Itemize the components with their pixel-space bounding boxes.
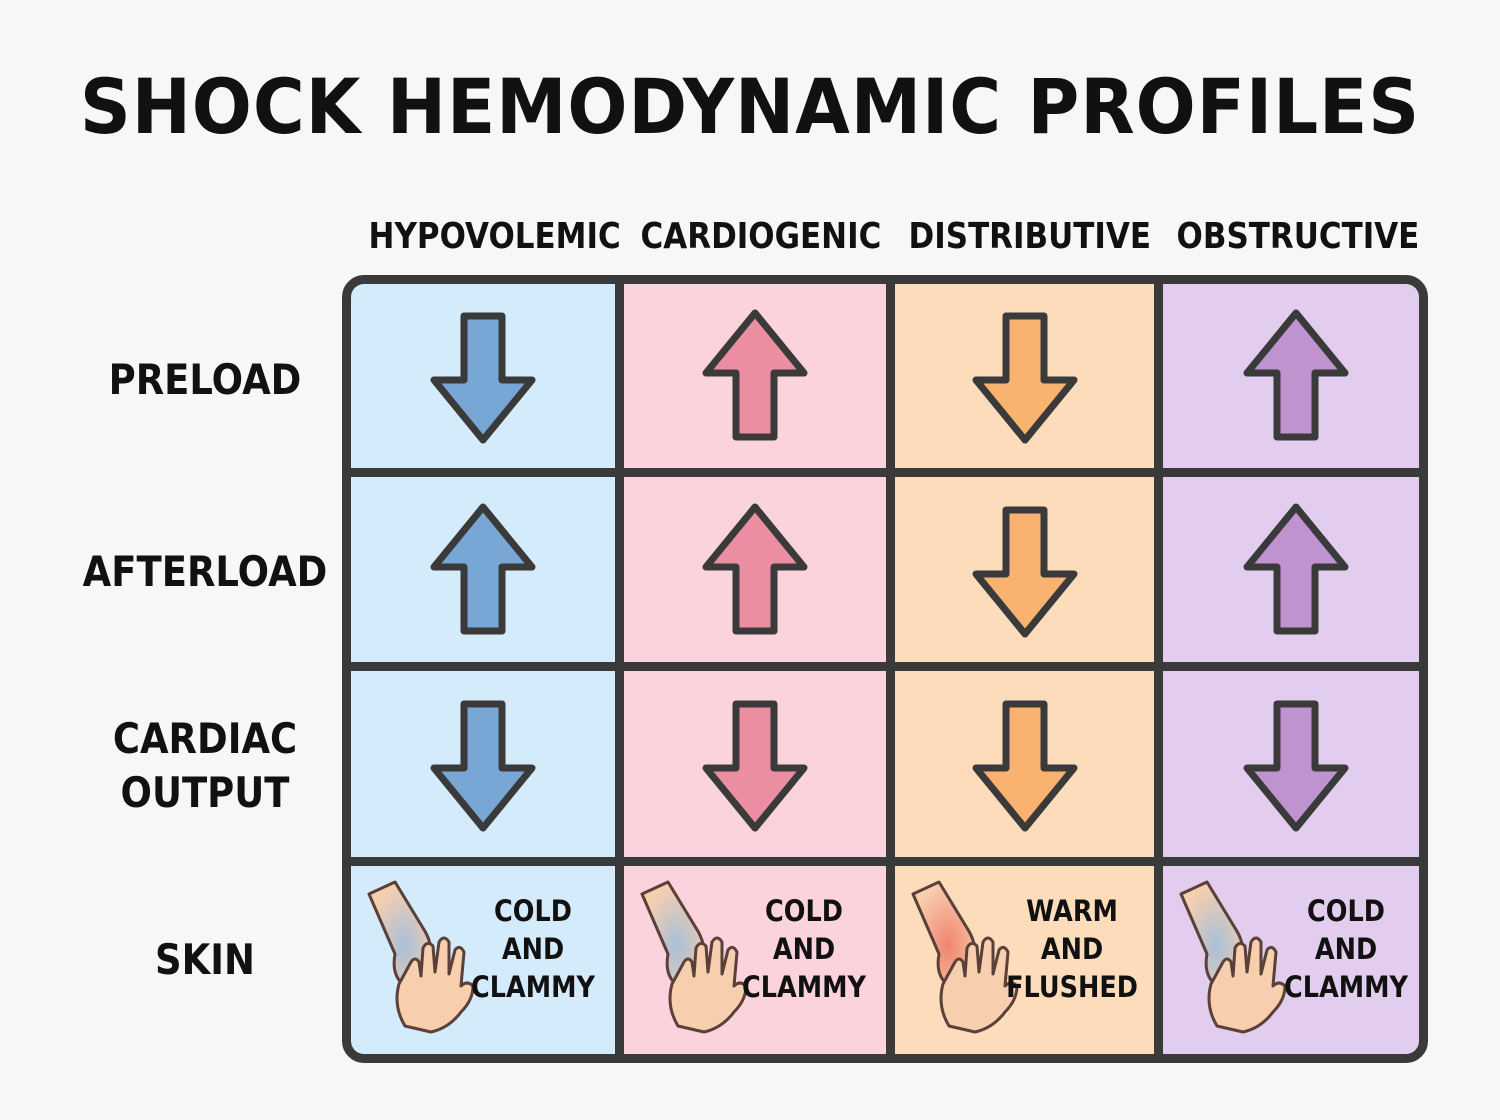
grid-divider-horizontal: [351, 857, 1419, 866]
skin-description: COLD AND CLAMMY: [1276, 892, 1417, 1006]
arrow-down-icon: [702, 700, 808, 832]
arrow-down-icon: [972, 700, 1077, 832]
arrow-up-icon: [702, 503, 808, 634]
skin-description: COLD AND CLAMMY: [463, 892, 604, 1006]
row-label-cardiac-output: CARDIAC OUTPUT: [77, 676, 332, 856]
skin-description-line: COLD: [765, 894, 843, 928]
skin-description-line: AND: [501, 932, 565, 966]
arrow-up-icon: [1243, 309, 1348, 441]
arrow-down-icon: [972, 506, 1077, 637]
skin-description-line: AND: [772, 932, 836, 966]
row-label-line: SKIN: [155, 935, 255, 984]
column-header-cardiogenic: CARDIOGENIC: [640, 216, 882, 257]
hand-touching-skin-icon: [367, 880, 475, 1034]
skin-description-line: COLD: [1307, 894, 1385, 928]
skin-description-line: FLUSHED: [1006, 970, 1138, 1004]
row-label-line: OUTPUT: [120, 768, 290, 817]
arrow-down-icon: [972, 312, 1077, 444]
skin-description-line: CLAMMY: [470, 970, 595, 1004]
skin-description-line: COLD: [494, 894, 572, 928]
arrow-up-icon: [702, 309, 808, 441]
hand-touching-skin-icon: [911, 880, 1019, 1034]
skin-description-line: CLAMMY: [1283, 970, 1408, 1004]
grid-divider-horizontal: [351, 468, 1419, 477]
skin-description: COLD AND CLAMMY: [734, 892, 875, 1006]
skin-description-line: CLAMMY: [741, 970, 866, 1004]
row-label-skin: SKIN: [77, 870, 332, 1050]
row-label-line: PRELOAD: [108, 355, 302, 404]
row-label-afterload: AFTERLOAD: [77, 482, 332, 662]
skin-description: WARM AND FLUSHED: [1002, 892, 1143, 1006]
arrow-down-icon: [430, 312, 536, 444]
arrow-down-icon: [430, 700, 536, 832]
grid-divider-horizontal: [351, 662, 1419, 671]
arrow-up-icon: [1243, 503, 1348, 634]
row-label-line: CARDIAC: [112, 714, 298, 763]
column-header-distributive: DISTRIBUTIVE: [908, 216, 1152, 257]
skin-description-line: AND: [1314, 932, 1378, 966]
row-label-line: AFTERLOAD: [82, 547, 328, 596]
skin-description-line: AND: [1040, 932, 1104, 966]
hand-touching-skin-icon: [1179, 880, 1287, 1034]
hand-touching-skin-icon: [640, 880, 748, 1034]
skin-description-line: WARM: [1026, 894, 1118, 928]
page-title: SHOCK HEMODYNAMIC PROFILES: [79, 62, 1421, 151]
profile-grid: COLD AND CLAMMY COLD AND CLAMMY WARM AND FLUSHED…: [342, 275, 1428, 1063]
column-header-obstructive: OBSTRUCTIVE: [1176, 216, 1420, 257]
row-label-preload: PRELOAD: [77, 290, 332, 470]
arrow-up-icon: [430, 503, 536, 634]
arrow-down-icon: [1243, 700, 1348, 832]
column-header-hypovolemic: HYPOVOLEMIC: [368, 216, 621, 257]
